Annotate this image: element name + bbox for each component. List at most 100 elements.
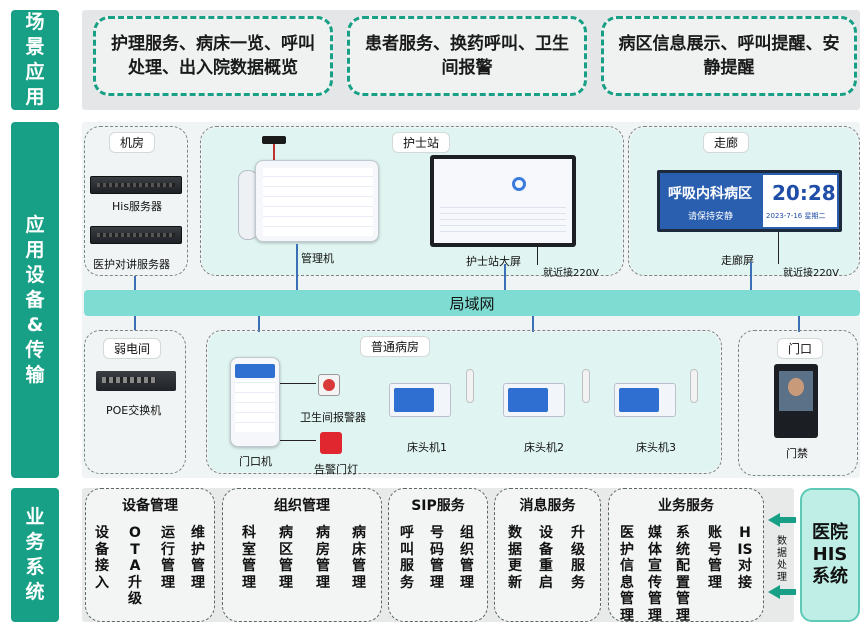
arrow-left-icon — [768, 513, 780, 527]
category-business: 业务系统 — [11, 488, 59, 622]
bed-unit-3-device — [614, 383, 676, 417]
poe-switch-device — [96, 371, 176, 391]
zone-entrance — [738, 330, 858, 476]
module-device-mgmt: 设备管理 设备接入 OTA升级 运行管理 维护管理 — [85, 488, 215, 622]
link-server — [134, 276, 136, 290]
category-scene: 场景应用 — [11, 10, 59, 110]
bed-unit-3-label: 床头机3 — [636, 441, 676, 454]
his-server-device — [90, 176, 182, 194]
module-sip: SIP服务 呼叫服务 号码管理 组织管理 — [388, 488, 488, 622]
link-door — [258, 316, 260, 338]
access-control-device — [774, 364, 818, 438]
scenario-patient: 患者服务、换药呼叫、卫生间报警 — [347, 16, 587, 96]
zone-server-room — [84, 126, 188, 276]
call-handle-icon — [690, 369, 698, 403]
module-item: 升级服务 — [571, 525, 585, 591]
call-handle-icon — [466, 369, 474, 403]
zone-weak-room-title: 弱电间 — [103, 338, 162, 359]
link-big-screen — [504, 264, 506, 290]
module-item: 病床管理 — [352, 525, 366, 591]
zone-weak-room — [84, 330, 186, 474]
corridor-date: 2023-7-16 星期二 — [766, 212, 826, 220]
bathroom-alarm-device — [318, 374, 340, 396]
manager-label: 管理机 — [301, 252, 334, 265]
category-devices: 应用设备&传输 — [11, 122, 59, 478]
nurse-big-screen-device — [430, 155, 576, 247]
module-item: 号码管理 — [430, 525, 444, 591]
corridor-power-label: 就近接220V — [783, 268, 839, 279]
module-title: SIP服务 — [411, 498, 465, 514]
his-system-box: 医院HIS系统 — [800, 488, 860, 622]
module-item: 组织管理 — [460, 525, 474, 591]
zone-ward-title: 普通病房 — [360, 336, 431, 357]
intercom-server-device — [90, 226, 182, 244]
module-item: 媒体宣传管理 — [648, 525, 662, 624]
module-item: 病区管理 — [279, 525, 293, 591]
link-ward — [532, 316, 534, 332]
arrow-shaft — [778, 589, 796, 595]
module-item: 维护管理 — [191, 525, 205, 591]
power-line — [778, 232, 779, 264]
bed-unit-1-device — [389, 383, 451, 417]
lan-bar: 局域网 — [84, 290, 860, 316]
link-manager — [296, 244, 298, 290]
access-control-label: 门禁 — [786, 447, 808, 460]
bed-unit-2-device — [503, 383, 565, 417]
door-unit-device — [230, 357, 280, 447]
zone-entrance-title: 门口 — [777, 338, 824, 359]
module-item: 系统配置管理 — [676, 525, 690, 624]
call-handle-icon — [582, 369, 590, 403]
module-item: 数据更新 — [508, 525, 522, 591]
power-cable — [273, 144, 275, 160]
module-item: 设备重启 — [539, 525, 553, 591]
scenario-ward-info: 病区信息展示、呼叫提醒、安静提醒 — [601, 16, 857, 96]
intercom-server-label: 医护对讲服务器 — [93, 258, 170, 271]
corridor-screen-device: 呼吸内科病区 请保持安静 20:28 2023-7-16 星期二 — [657, 170, 842, 232]
module-item: 设备接入 — [95, 525, 109, 591]
alarm-light-label: 告警门灯 — [314, 463, 358, 476]
zone-server-room-title: 机房 — [109, 132, 156, 153]
module-title: 业务服务 — [658, 498, 714, 514]
data-flow-label: 数据处理 — [777, 536, 787, 583]
poe-switch-label: POE交换机 — [106, 404, 162, 417]
power-adapter-icon — [262, 136, 286, 144]
manager-device — [255, 160, 379, 242]
connector-line — [280, 440, 316, 441]
arrow-left-icon — [768, 585, 780, 599]
power-line — [537, 247, 538, 265]
module-title: 消息服务 — [519, 498, 576, 514]
zone-corridor — [628, 126, 860, 276]
face-icon — [788, 378, 804, 396]
bathroom-alarm-label: 卫生间报警器 — [300, 411, 366, 424]
module-title: 设备管理 — [122, 498, 178, 514]
zone-ward — [206, 330, 722, 474]
connector-line — [280, 383, 316, 384]
link-corridor — [750, 262, 752, 290]
big-screen-label: 护士站大屏 — [466, 255, 521, 268]
module-org-mgmt: 组织管理 科室管理 病区管理 病房管理 病床管理 — [222, 488, 382, 622]
corridor-quiet-text: 请保持安静 — [688, 212, 734, 222]
module-item: OTA升级 — [128, 525, 142, 607]
corridor-time: 20:28 — [772, 181, 836, 205]
his-system-label: 医院HIS系统 — [812, 522, 848, 587]
his-server-label: His服务器 — [112, 200, 163, 213]
zone-nurse-station — [200, 126, 624, 276]
module-item: 科室管理 — [242, 525, 256, 591]
alarm-light-device — [320, 432, 342, 454]
module-message: 消息服务 数据更新 设备重启 升级服务 — [494, 488, 601, 622]
zone-nurse-station-title: 护士站 — [392, 132, 451, 153]
module-title: 组织管理 — [274, 498, 330, 514]
arrow-shaft — [778, 517, 796, 523]
bed-unit-2-label: 床头机2 — [524, 441, 564, 454]
corridor-screen-label: 走廊屏 — [721, 254, 754, 267]
zone-corridor-title: 走廊 — [703, 132, 750, 153]
module-item: 账号管理 — [708, 525, 722, 591]
nurse-power-label: 就近接220V — [543, 268, 599, 279]
scenario-nurse: 护理服务、病床一览、呼叫处理、出入院数据概览 — [93, 16, 333, 96]
link-switch — [134, 316, 136, 330]
module-item: 呼叫服务 — [400, 525, 414, 591]
bed-unit-1-label: 床头机1 — [407, 441, 447, 454]
link-entrance — [798, 316, 800, 332]
module-business: 业务服务 医护信息管理 媒体宣传管理 系统配置管理 账号管理 HIS对接 — [608, 488, 764, 624]
module-item: HIS对接 — [737, 525, 753, 591]
